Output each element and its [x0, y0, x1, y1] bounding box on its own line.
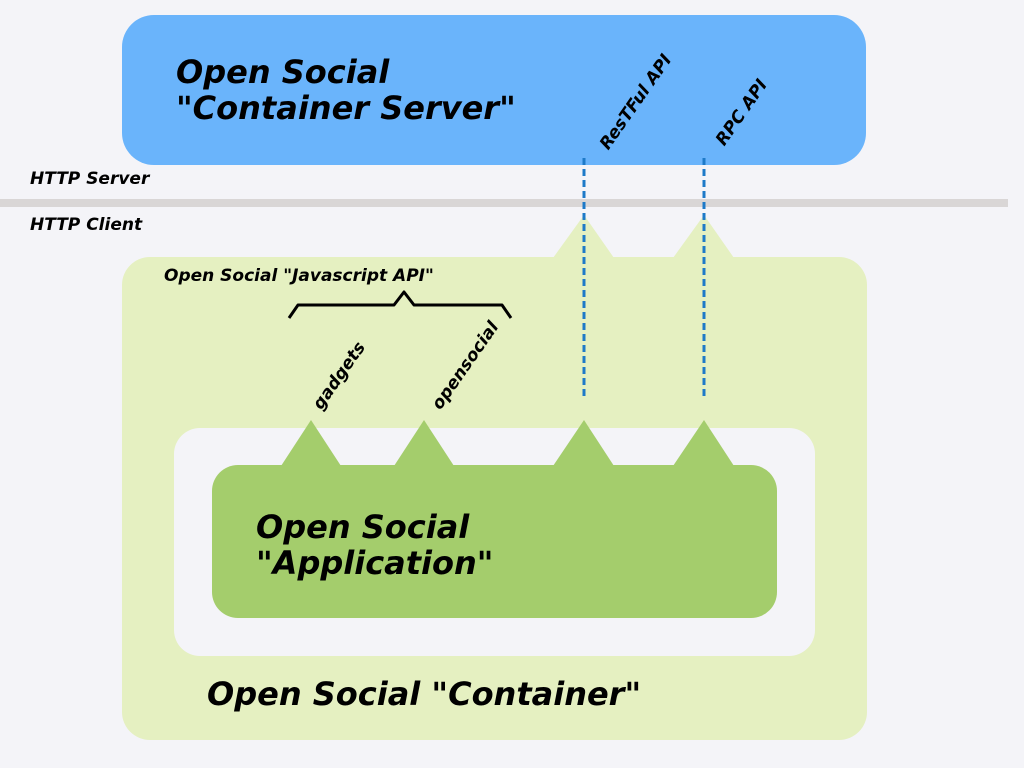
container-label: Open Social "Container"	[207, 675, 642, 713]
application-box	[212, 420, 777, 618]
rpc-connector	[673, 420, 734, 466]
application-title-line2: "Application"	[256, 544, 494, 582]
application-title: Open Social "Application"	[256, 509, 493, 581]
javascript-api-label: Open Social "Javascript API"	[164, 266, 434, 286]
http-divider	[0, 199, 1008, 207]
opensocial-connector	[394, 420, 454, 466]
gadgets-connector	[281, 420, 341, 466]
application-title-line1: Open Social	[256, 508, 470, 546]
javascript-api-brace	[287, 290, 513, 319]
container-server-box	[122, 15, 866, 165]
restful-connector	[553, 420, 614, 466]
http-client-label: HTTP Client	[30, 215, 143, 235]
server-restful-port	[566, 140, 602, 164]
http-server-label: HTTP Server	[30, 169, 150, 189]
server-title-line1: Open Social	[176, 53, 390, 91]
server-title-line2: "Container Server"	[176, 89, 516, 127]
server-title: Open Social "Container Server"	[176, 54, 516, 126]
server-rpc-port	[686, 140, 722, 164]
